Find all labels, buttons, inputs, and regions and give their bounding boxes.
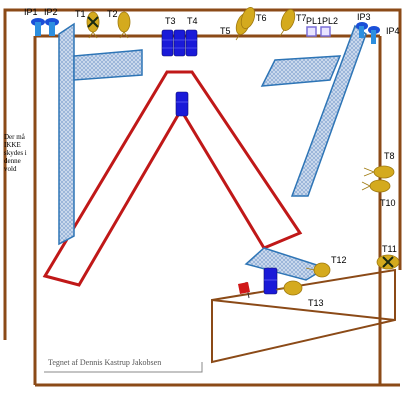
- label-pl2: PL2: [322, 16, 338, 26]
- target-t11-icon: [376, 254, 400, 270]
- target-t12-icon: [305, 262, 331, 278]
- targets: [86, 7, 400, 296]
- label-t12: T12: [331, 255, 347, 265]
- target-t1-icon: [86, 11, 100, 39]
- pl-boxes: [306, 26, 331, 37]
- top-wall: [3, 8, 402, 340]
- target-t10-icon: [361, 179, 391, 193]
- label-ip4: IP4: [386, 26, 400, 36]
- label-t7: T7: [296, 13, 307, 23]
- ip4-post-icon: [368, 26, 380, 44]
- target-t2-icon: [117, 11, 131, 39]
- barrel-group-top-icon: [161, 29, 198, 57]
- label-t4: T4: [187, 16, 198, 26]
- label-t5: T5: [220, 26, 231, 36]
- flag-icon: [238, 281, 250, 299]
- label-t6: T6: [256, 13, 267, 23]
- barrel-center-icon: [175, 91, 189, 117]
- label-t3: T3: [165, 16, 176, 26]
- label-ip2: IP2: [44, 7, 58, 17]
- ip1-post-icon: [31, 18, 45, 36]
- right-wall-panel: [290, 24, 367, 197]
- left-wall-panel: [58, 22, 75, 246]
- label-t2: T2: [107, 9, 118, 19]
- no-shooting-note: Der må IKKE skydes i denne vold: [4, 133, 27, 173]
- pl2-box-icon: [320, 26, 331, 37]
- credit-text: Tegnet af Dennis Kastrup Jakobsen: [48, 358, 162, 367]
- ip3-post-icon: [356, 22, 368, 38]
- right-barrier-panel: [260, 55, 342, 87]
- pl1-box-icon: [306, 26, 317, 37]
- target-t8-icon: [363, 165, 395, 179]
- label-t8: T8: [384, 151, 395, 161]
- credit-underline: [44, 362, 203, 373]
- range-walls: [3, 8, 402, 387]
- label-t11: T11: [382, 244, 397, 254]
- label-t1: T1: [75, 9, 86, 19]
- left-barrier-panel: [73, 49, 143, 81]
- barrel-bottom-icon: [263, 267, 278, 295]
- ip2-post-icon: [45, 18, 59, 36]
- ip-posts: [31, 18, 380, 44]
- mesh-panels: [58, 22, 367, 281]
- target-t7-icon: [279, 9, 296, 37]
- berm: [211, 268, 396, 364]
- red-path: [42, 70, 303, 287]
- label-t10: T10: [380, 198, 396, 208]
- target-t13-icon: [275, 280, 303, 296]
- label-pl1: PL1: [306, 16, 322, 26]
- label-t13: T13: [308, 298, 324, 308]
- target-t6-icon: [240, 7, 256, 29]
- label-ip1: IP1: [24, 7, 38, 17]
- bottom-barrier-panel: [244, 247, 328, 281]
- barrels: [161, 29, 278, 295]
- label-ip3: IP3: [357, 12, 371, 22]
- labels: IP1 IP2 T1 T2 T3 T4 T5 T6 T7 PL1 PL2 IP3…: [24, 7, 400, 308]
